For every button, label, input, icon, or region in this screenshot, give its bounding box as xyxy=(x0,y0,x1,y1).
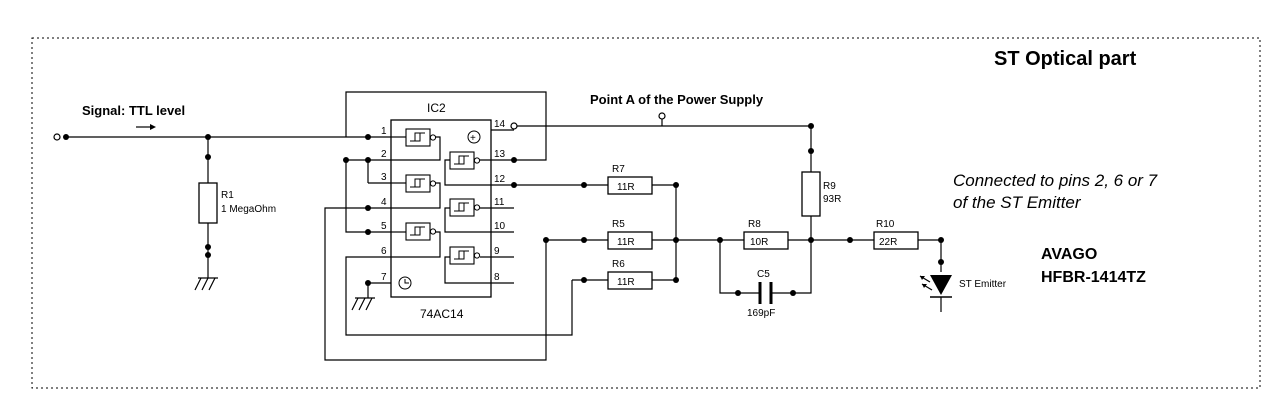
pin-4: 4 xyxy=(381,197,387,208)
ic2-ref: IC2 xyxy=(427,101,446,115)
r6-ref: R6 xyxy=(612,259,625,270)
r7-resistor: R7 11R xyxy=(514,164,679,195)
pin-8: 8 xyxy=(494,272,500,283)
c5-value: 169pF xyxy=(747,308,775,319)
signal-input: Signal: TTL level xyxy=(53,103,368,141)
avago-part: HFBR-1414TZ xyxy=(1041,269,1146,286)
r5-ref: R5 xyxy=(612,219,625,230)
r7-value: 11R xyxy=(617,182,635,193)
pin-numbers: 1 2 3 4 5 6 7 8 9 10 11 12 13 14 xyxy=(381,119,506,283)
pin-10: 10 xyxy=(494,221,506,232)
r1-resistor: R1 1 MegaOhm xyxy=(198,134,276,278)
c5-ref: C5 xyxy=(757,269,770,280)
pin-2: 2 xyxy=(381,149,387,160)
pin-11: 11 xyxy=(494,197,505,208)
pin-6: 6 xyxy=(381,246,387,257)
r6-resistor: R6 11R xyxy=(572,259,679,290)
pin-3: 3 xyxy=(381,172,387,183)
pin-9: 9 xyxy=(494,246,500,257)
r8-value: 10R xyxy=(750,237,768,248)
connection-note-line1: Connected to pins 2, 6 or 7 xyxy=(953,171,1158,190)
r10-value: 22R xyxy=(879,237,897,248)
r5-resistor: R5 11R xyxy=(543,219,744,250)
r1-ref: R1 xyxy=(221,190,234,201)
pin-12: 12 xyxy=(494,174,506,185)
ic2-part: 74AC14 xyxy=(420,307,464,321)
r9-ref: R9 xyxy=(823,181,836,192)
pin-5: 5 xyxy=(381,221,387,232)
r1-value: 1 MegaOhm xyxy=(221,204,276,215)
emitter-label: ST Emitter xyxy=(959,279,1007,290)
ic-external-wiring xyxy=(324,91,573,361)
ic-pin-stubs xyxy=(365,129,517,286)
r8-resistor: R8 10R xyxy=(743,219,874,250)
c5-capacitor: C5 169pF xyxy=(719,240,812,319)
avago-brand: AVAGO xyxy=(1041,246,1097,263)
pin-1: 1 xyxy=(381,126,387,137)
dashed-frame xyxy=(31,37,1261,389)
r7-ref: R7 xyxy=(612,164,625,175)
vcc-plus-icon: + xyxy=(470,133,476,144)
r10-resistor: R10 22R xyxy=(873,219,944,250)
power-label: Point A of the Power Supply xyxy=(590,92,764,107)
pin-14: 14 xyxy=(494,119,506,130)
r6-value: 11R xyxy=(617,277,635,288)
diagram-title: ST Optical part xyxy=(994,48,1137,70)
inverter-hookup-wires xyxy=(391,136,491,284)
r10-ref: R10 xyxy=(876,219,895,230)
r8-ref: R8 xyxy=(748,219,761,230)
pin-13: 13 xyxy=(494,149,506,160)
r9-value: 93R xyxy=(823,194,841,205)
led-icon xyxy=(919,240,952,312)
r9-resistor: R9 93R xyxy=(801,171,841,240)
ground-icon xyxy=(194,277,219,291)
power-supply-line: Point A of the Power Supply xyxy=(510,92,814,172)
r5-value: 11R xyxy=(617,237,635,248)
gnd-symbol-icon xyxy=(404,279,409,284)
connection-note-line2: of the ST Emitter xyxy=(953,193,1082,212)
ground-icon xyxy=(351,297,376,311)
signal-label: Signal: TTL level xyxy=(82,103,185,118)
pin-7: 7 xyxy=(381,272,387,283)
